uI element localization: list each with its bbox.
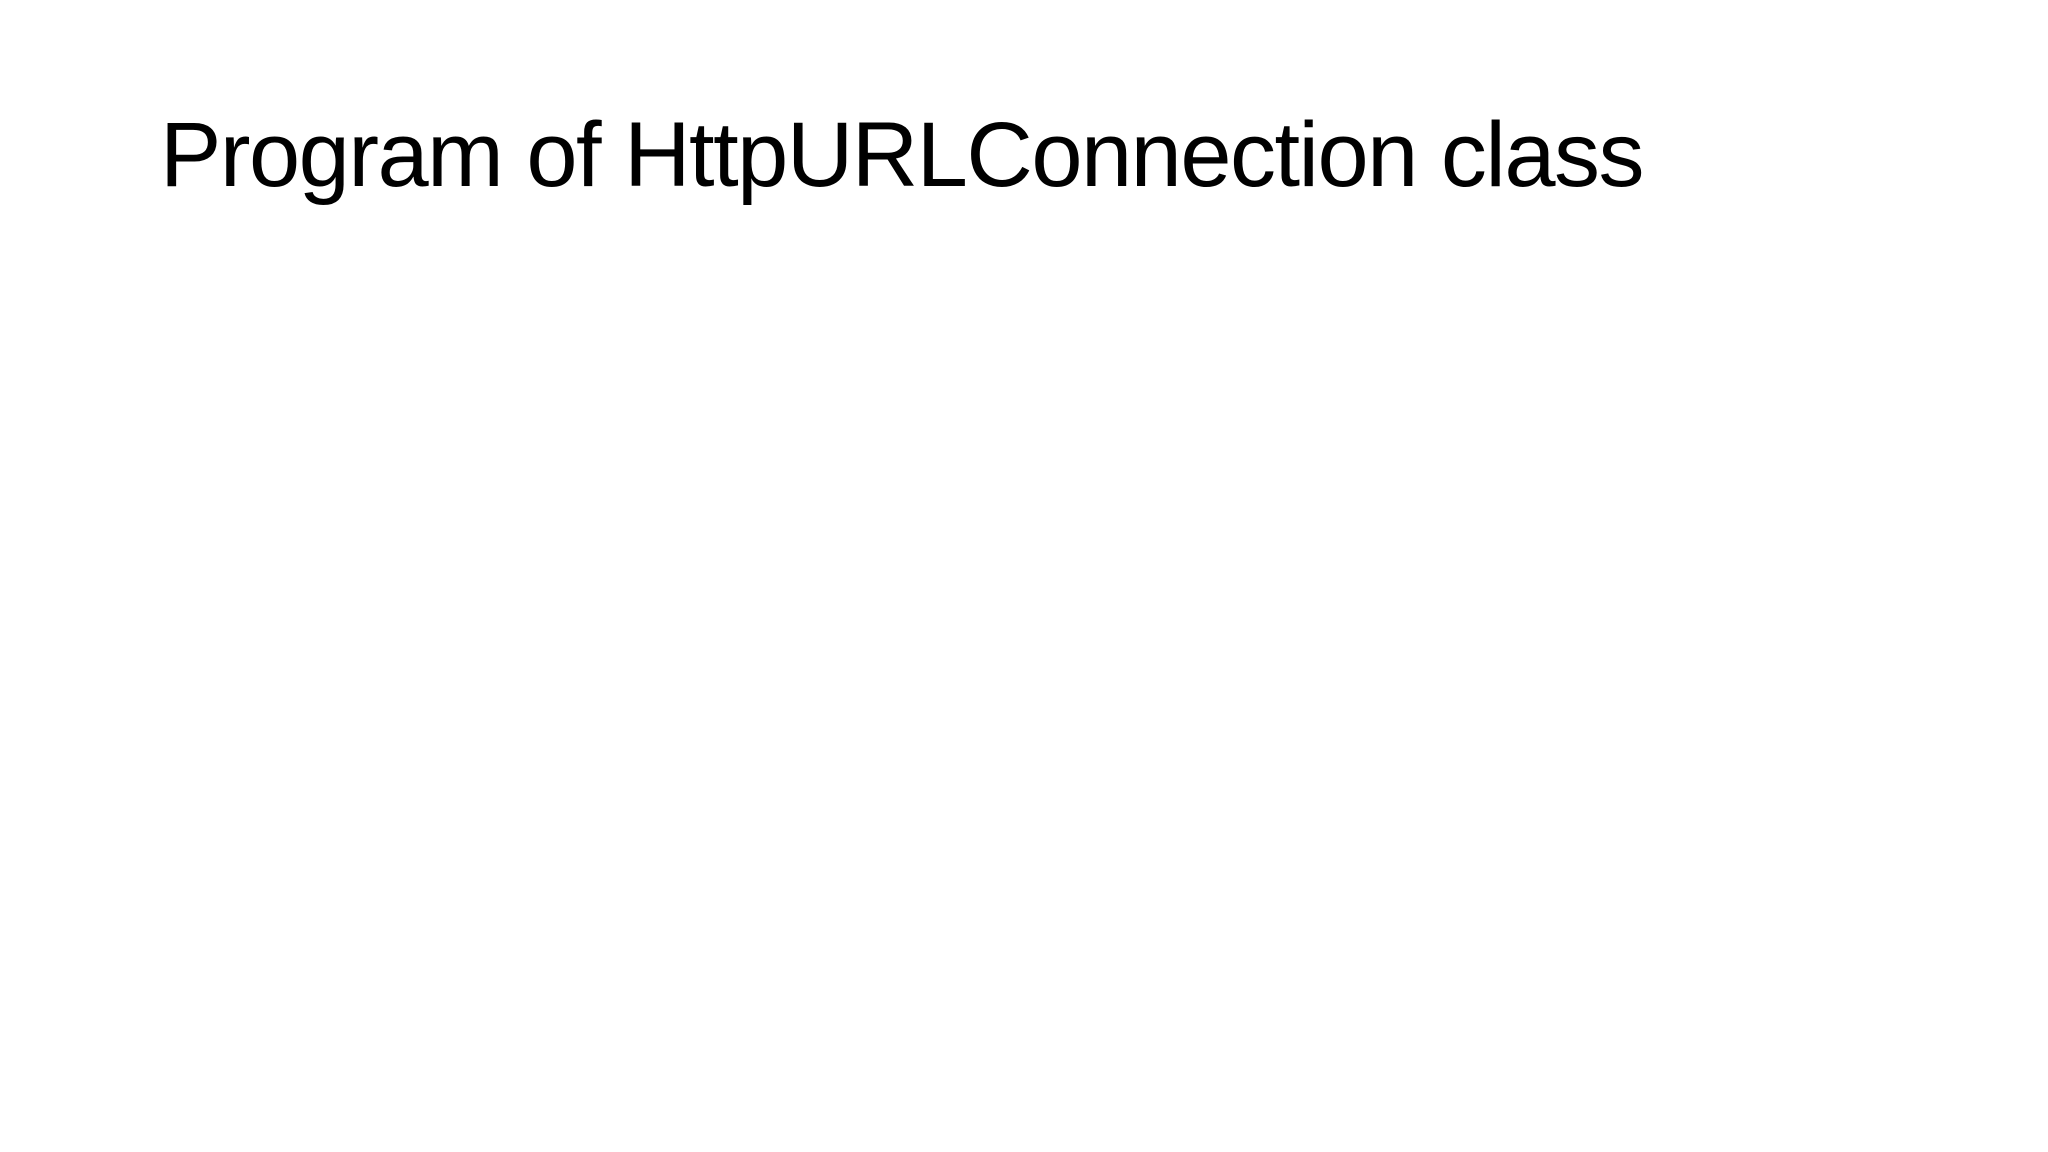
slide-title: Program of HttpURLConnection class [160, 104, 1645, 206]
